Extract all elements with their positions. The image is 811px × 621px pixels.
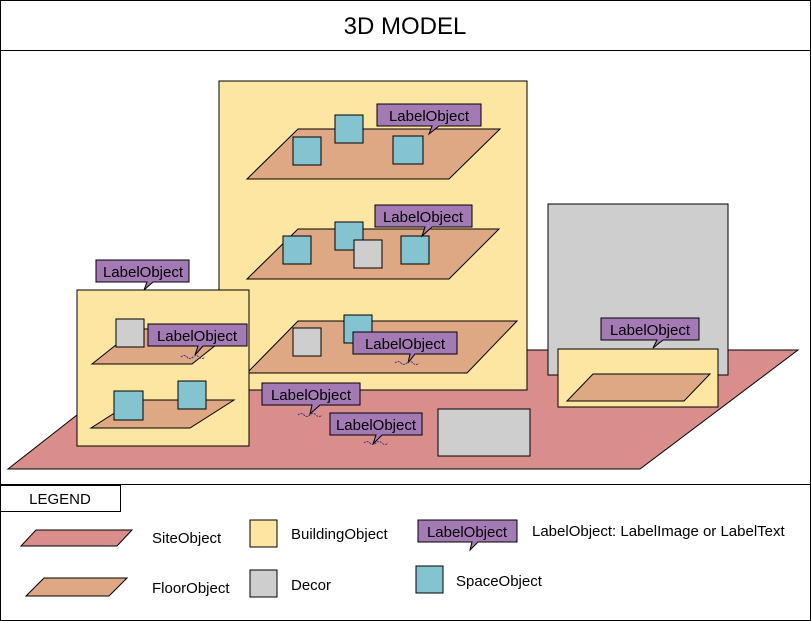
decor-object [437, 408, 531, 457]
decor-object [353, 239, 383, 269]
title-box [0, 0, 811, 51]
link-squiggle-icon [297, 413, 323, 417]
decor-object [547, 203, 729, 376]
legend-decor-swatch [249, 569, 278, 598]
label-callout: LabelObject [261, 382, 361, 417]
space-object [113, 390, 144, 421]
label-object-text: LabelObject [157, 328, 238, 345]
legend-floor-swatch [24, 577, 129, 597]
legend-decor-label: Decor [291, 577, 331, 594]
building-left [76, 289, 250, 447]
label-callout: LabelObject [600, 317, 700, 349]
legend-label-swatch: LabelObject [417, 519, 518, 552]
floor-object [565, 373, 712, 402]
label-object-text: LabelObject [336, 417, 417, 434]
link-squiggle-icon [180, 355, 206, 359]
label-object-text: LabelObject [103, 264, 184, 281]
decor-object [292, 327, 322, 357]
legend-site-label: SiteObject [152, 530, 222, 547]
page-title: 3D MODEL [344, 13, 467, 40]
label-callout: LabelObject [329, 412, 423, 445]
space-object [177, 380, 207, 410]
label-object-text: LabelObject [610, 322, 691, 339]
label-callout: LabelObject [376, 103, 482, 136]
label-object-text: LabelObject [365, 336, 446, 353]
legend-heading-box [0, 485, 121, 512]
legend-label-sample-text: LabelObject [427, 524, 508, 541]
legend-floor-label: FloorObject [152, 580, 230, 597]
decor-object [115, 318, 145, 348]
legend-site-swatch [19, 529, 134, 547]
label-object-text: LabelObject [389, 108, 470, 125]
legend-space-label: SpaceObject [456, 573, 543, 590]
legend-building-swatch [249, 519, 278, 548]
legend-label-description: LabelObject: LabelImage or LabelText [532, 523, 785, 540]
space-object [282, 235, 312, 265]
space-object [292, 136, 322, 166]
space-object [334, 114, 364, 144]
space-object [392, 135, 424, 165]
space-object [400, 235, 430, 265]
legend: LEGEND SiteObject FloorObject BuildingOb… [0, 485, 785, 598]
label-callout: LabelObject [374, 204, 473, 238]
title-bar: 3D MODEL [0, 0, 811, 51]
building-main [218, 80, 528, 391]
link-squiggle-icon [363, 441, 389, 445]
legend-heading: LEGEND [29, 491, 91, 508]
legend-building-label: BuildingObject [291, 526, 389, 543]
legend-space-swatch [415, 565, 444, 594]
label-object-text: LabelObject [271, 387, 352, 404]
label-callout: LabelObject [352, 331, 458, 365]
link-squiggle-icon [394, 361, 420, 365]
label-object-text: LabelObject [383, 209, 464, 226]
building-right [557, 348, 719, 408]
label-callout: LabelObject [147, 323, 248, 359]
label-callout: LabelObject [95, 259, 190, 291]
